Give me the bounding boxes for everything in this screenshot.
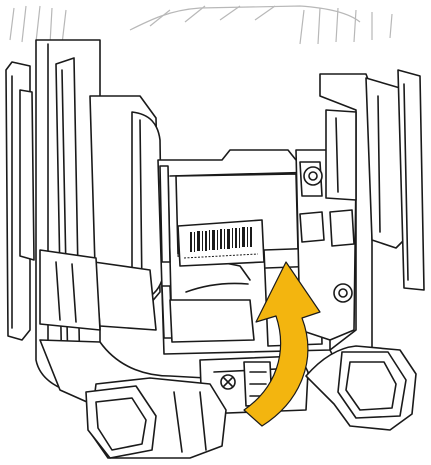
- barcode-icon: [190, 227, 252, 252]
- right-housing-wall: [319, 69, 425, 363]
- faded-top-section: [9, 5, 393, 45]
- right-foot: [305, 345, 417, 431]
- screw-icon: [220, 374, 236, 390]
- barcode-label: [177, 219, 265, 267]
- left-door-panel: [39, 95, 163, 331]
- left-foot: [85, 377, 227, 459]
- curved-arrow-icon: [243, 261, 321, 427]
